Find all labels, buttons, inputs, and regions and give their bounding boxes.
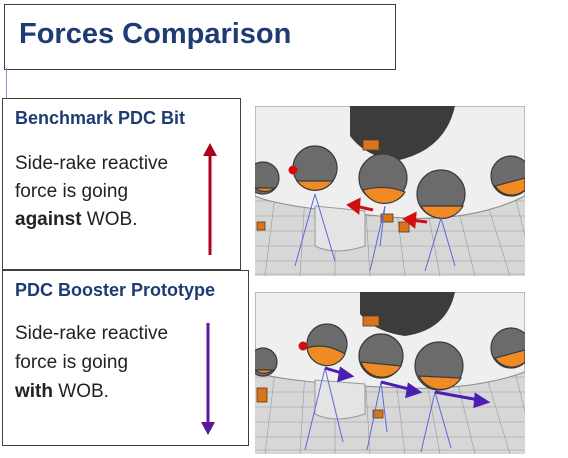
booster-bit-render (255, 292, 525, 454)
benchmark-line-3-rest: WOB. (81, 209, 138, 230)
benchmark-bit-image (255, 106, 525, 276)
slide-title: Forces Comparison (19, 18, 292, 50)
booster-bit-image (255, 292, 525, 454)
up-arrow-icon (203, 143, 217, 255)
booster-line-2: force is going (15, 352, 129, 373)
benchmark-line-2: force is going (15, 181, 129, 202)
title-box: Forces Comparison (4, 4, 396, 70)
booster-heading: PDC Booster Prototype (15, 280, 216, 300)
booster-keyword: with (15, 381, 53, 402)
down-arrow-icon (201, 323, 215, 435)
benchmark-line-3: against WOB. (15, 207, 137, 233)
benchmark-keyword: against (15, 209, 82, 230)
title-connector (6, 68, 7, 100)
benchmark-line-1: Side-rake reactive (15, 153, 169, 174)
booster-line-3: with WOB. (15, 379, 109, 405)
booster-panel: PDC Booster Prototype Side-rake reactive… (2, 270, 249, 446)
booster-line-3-rest: WOB. (53, 381, 109, 402)
booster-line-1: Side-rake reactive (15, 323, 169, 344)
benchmark-panel: Benchmark PDC Bit Side-rake reactive for… (2, 98, 241, 270)
benchmark-bit-render (255, 106, 525, 276)
benchmark-heading: Benchmark PDC Bit (15, 108, 186, 128)
